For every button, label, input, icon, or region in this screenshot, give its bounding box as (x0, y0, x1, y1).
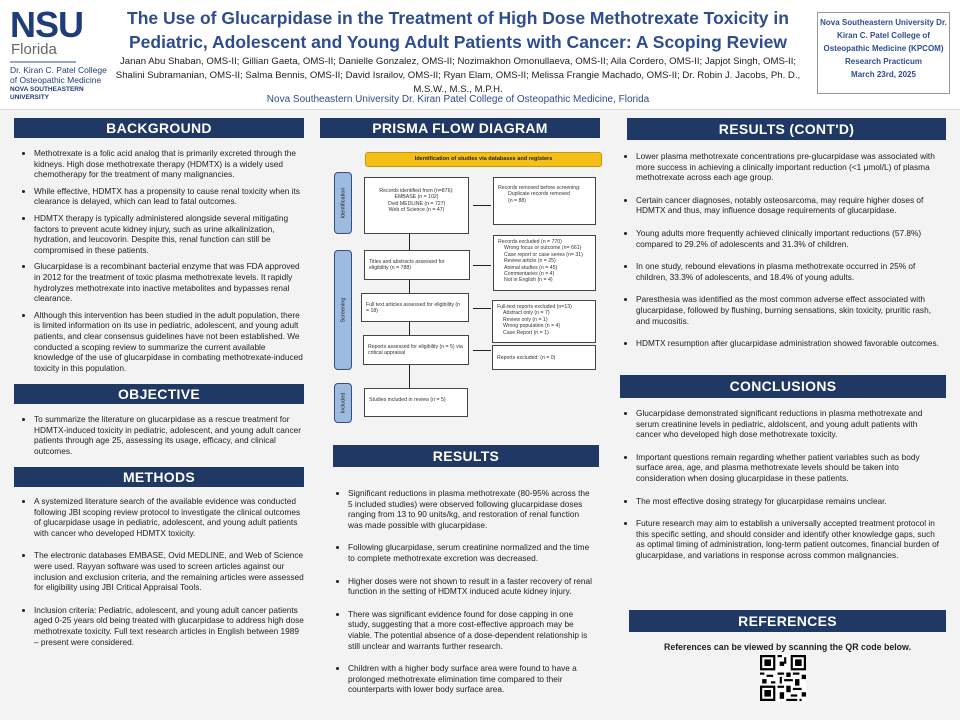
phase-label: Included (340, 392, 347, 414)
bullet: Significant reductions in plasma methotr… (348, 488, 596, 530)
bullet: While effective, HDMTX has a propensity … (34, 186, 304, 207)
arrow (409, 234, 410, 250)
arrow (473, 205, 491, 206)
bullet: Important questions remain regarding whe… (636, 452, 944, 484)
logo-college: Dr. Kiran C. Patel College of Osteopathi… (10, 65, 107, 85)
bullet: Young adults more frequently achieved cl… (636, 228, 944, 249)
arrow (473, 308, 491, 309)
authors: Janan Abu Shaban, OMS-II; Gillian Gaeta,… (115, 56, 801, 95)
line: Records identified from (n=876): (379, 188, 454, 194)
line: Records removed before screening: (498, 185, 581, 191)
line: (n = 88) (508, 197, 527, 204)
bullet: The most effective dosing strategy for g… (636, 496, 944, 507)
poster-title: The Use of Glucarpidase in the Treatment… (127, 8, 789, 52)
conclusions-section: Glucarpidase demonstrated significant re… (622, 408, 944, 573)
bullet: The electronic databases EMBASE, Ovid ME… (34, 550, 304, 592)
line: EMBASE (n = 102) (394, 194, 439, 201)
institution: Nova Southeastern University Dr. Kiran P… (266, 94, 650, 105)
line: Animal studies (n = 45) (504, 264, 558, 271)
background-heading: BACKGROUND (14, 118, 304, 138)
arrow (473, 350, 491, 351)
bullet: HDMTX therapy is typically administered … (34, 213, 304, 255)
appraisal-box: Reports assessed for eligibility (n = 5)… (363, 335, 469, 365)
bullet: Methotrexate is a folic acid analog that… (34, 148, 304, 180)
poster-header: NSU Florida Dr. Kiran C. Patel College o… (0, 0, 960, 110)
reports-excluded-box: Reports excluded: (n = 0) (492, 345, 596, 370)
methods-section: A systemized literature search of the av… (20, 496, 304, 659)
phase-label: Identification (340, 187, 347, 219)
results-section: Significant reductions in plasma methotr… (334, 488, 596, 707)
bullet: Following glucarpidase, serum creatinine… (348, 542, 596, 563)
arrow (409, 365, 410, 388)
line: Abstract only (n = 7) (503, 310, 550, 317)
line: Review only (n = 1) (503, 316, 548, 323)
studies-included-box: Studies included in review (n = 5) (364, 388, 468, 417)
line: Case report or case series (n= 31) (504, 251, 583, 258)
conclusions-heading: CONCLUSIONS (620, 375, 946, 398)
phase-label: Screening (340, 297, 346, 323)
line: Case Report (n = 1) (503, 329, 549, 336)
objective-heading: OBJECTIVE (14, 384, 304, 404)
arrow (409, 322, 410, 335)
logo-divider (10, 61, 76, 63)
phase-included: Included (334, 383, 352, 423)
logo-nsu: NSU (10, 4, 84, 45)
bullet: A systemized literature search of the av… (34, 496, 304, 538)
line: Records excluded (n = 770) (498, 239, 562, 245)
full-text-box: Full text articles assessed for eligibil… (361, 293, 469, 322)
records-identified-box: Records identified from (n=876):EMBASE (… (364, 177, 469, 234)
records-excluded-box: Records excluded (n = 770)Wrong focus or… (493, 235, 596, 291)
bullet: In one study, rebound elevations in plas… (636, 261, 944, 282)
full-text-excluded-box: Full-text reports excluded (n=13)Abstrac… (492, 300, 596, 343)
bullet: Certain cancer diagnoses, notably osteos… (636, 195, 944, 216)
event-name: Nova Southeastern University Dr. Kiran C… (820, 18, 947, 66)
results-cont-heading: RESULTS (CONT'D) (627, 118, 946, 140)
background-section: Methotrexate is a folic acid analog that… (20, 148, 304, 379)
methods-heading: METHODS (14, 467, 304, 487)
bullet: Although this intervention has been stud… (34, 310, 304, 374)
records-removed-box: Records removed before screening:Duplica… (493, 177, 596, 225)
bullet: To summarize the literature on glucarpid… (34, 414, 304, 456)
titles-abstracts-box: Titles and abstracts assessed for eligib… (364, 250, 470, 280)
line: Not in English (n = 4) (504, 277, 553, 284)
bullet: Lower plasma methotrexate concentrations… (636, 151, 944, 183)
line: Commentaries (n = 4) (504, 271, 555, 278)
references-text: References can be viewed by scanning the… (663, 642, 912, 652)
results-heading: RESULTS (333, 445, 599, 467)
phase-identification: Identification (334, 172, 352, 234)
arrow (409, 280, 410, 293)
bullet: Inclusion criteria: Pediatric, adolescen… (34, 605, 304, 647)
event-date: March 23rd, 2025 (851, 70, 916, 79)
event-box: Nova Southeastern University Dr. Kiran C… (817, 12, 950, 94)
line: Wrong focus or outcome (n= 661) (504, 245, 582, 252)
logo-university: NOVA SOUTHEASTERN UNIVERSITY (10, 86, 84, 101)
bullet: Future research may aim to establish a u… (636, 518, 944, 560)
results-cont-section: Lower plasma methotrexate concentrations… (622, 151, 944, 361)
line: Ovid MEDLINE (n = 727) (387, 200, 446, 207)
bullet: Children with a higher body surface area… (348, 663, 596, 695)
bullet: Paresthesia was identified as the most c… (636, 294, 944, 326)
qr-code-icon[interactable] (760, 655, 806, 701)
bullet: Glucarpidase is a recombinant bacterial … (34, 261, 304, 303)
prisma-diagram: Identification of studies via databases … (330, 145, 610, 423)
prisma-banner: Identification of studies via databases … (365, 152, 602, 167)
references-heading: REFERENCES (629, 610, 946, 632)
line: Full-text reports excluded (n=13) (497, 304, 572, 310)
line: Web of Science (n = 47) (388, 207, 445, 214)
phase-screening: Screening (334, 250, 352, 370)
bullet: Higher doses were not shown to result in… (348, 576, 596, 597)
line: Duplicate records removed (508, 191, 570, 198)
bullet: HDMTX resumption after glucarpidase admi… (636, 338, 944, 349)
logo-florida: Florida (11, 41, 57, 58)
prisma-heading: PRISMA FLOW DIAGRAM (320, 118, 600, 138)
objective-section: To summarize the literature on glucarpid… (20, 414, 304, 462)
bullet: Glucarpidase demonstrated significant re… (636, 408, 944, 440)
bullet: There was significant evidence found for… (348, 609, 596, 651)
line: Wrong population (n = 4) (503, 323, 561, 330)
line: Review article (n = 25) (504, 258, 556, 265)
arrow (473, 265, 491, 266)
